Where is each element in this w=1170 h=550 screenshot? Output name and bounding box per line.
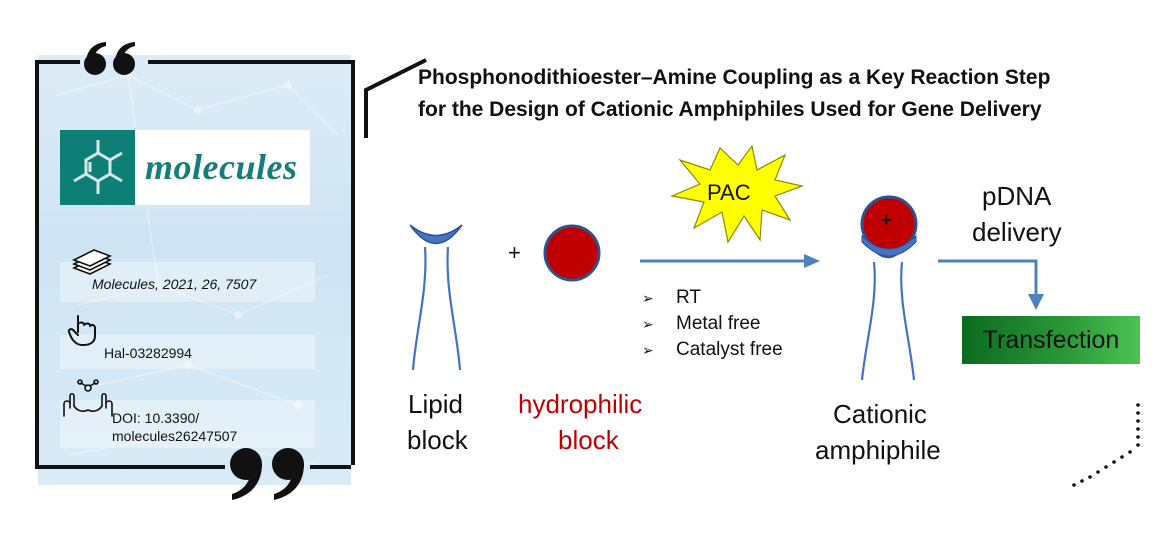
card-border-top-right <box>148 60 351 64</box>
cationic-label-line-1: Cationic <box>833 399 927 429</box>
pdna-label-line-1: pDNA <box>982 181 1052 211</box>
pointing-hand-icon <box>67 315 96 346</box>
hydrophilic-label-line-1: hydrophilic <box>518 389 643 419</box>
close-quote-icon <box>230 448 304 500</box>
conditions-list: ➢ RT ➢ Metal free ➢ Catalyst free <box>642 285 783 363</box>
doi-line-1: DOI: 10.3390/ <box>112 410 200 426</box>
card-border-bottom-left <box>35 465 225 469</box>
hydrophilic-label-line-2: block <box>558 425 619 455</box>
journal-name: molecules <box>145 147 298 187</box>
condition-item: ➢ Catalyst free <box>642 339 783 360</box>
doi-band <box>60 400 315 448</box>
pac-burst-shape <box>669 144 805 244</box>
title-line-2: for the Design of Cationic Amphiphiles U… <box>418 98 1042 121</box>
citation-band <box>60 262 315 302</box>
hands-network-icon <box>63 379 113 417</box>
charge-symbol: + <box>881 210 892 230</box>
transfection-box: Transfection <box>962 316 1140 364</box>
molecule-icon <box>73 140 123 194</box>
cationic-amphiphile-shape <box>860 195 918 381</box>
hydrophilic-block-shape <box>543 224 601 282</box>
lipid-label-line-2: block <box>407 425 468 455</box>
hal-band <box>60 335 315 369</box>
hal-id-text: Hal-03282994 <box>104 345 192 361</box>
card-border-top-left <box>35 60 80 64</box>
card-border-bottom-right <box>310 465 351 469</box>
dotted-corner-decoration <box>1072 403 1140 487</box>
title-bracket <box>364 58 427 138</box>
condition-item: ➢ Metal free <box>642 313 761 334</box>
pdna-label-line-2: delivery <box>972 217 1062 247</box>
title-line-1: Phosphonodithioester–Amine Coupling as a… <box>418 66 1051 89</box>
lipid-block-shape <box>409 224 463 371</box>
journal-logo-mark <box>60 130 135 205</box>
cationic-label-line-2: amphiphile <box>815 435 941 465</box>
arrow-bullet-icon: ➢ <box>642 289 654 306</box>
pac-label: PAC <box>707 180 751 205</box>
lipid-label-line-1: Lipid <box>408 389 463 419</box>
reaction-arrow <box>640 254 820 268</box>
plus-sign: + <box>508 240 521 265</box>
arrow-bullet-icon: ➢ <box>642 315 654 332</box>
citation-text: Molecules, 2021, 26, 7507 <box>92 276 257 292</box>
arrow-bullet-icon: ➢ <box>642 341 654 358</box>
books-icon <box>72 249 112 275</box>
condition-item: ➢ RT <box>642 287 701 308</box>
delivery-arrow <box>938 259 1044 310</box>
card-border-sides <box>35 60 355 465</box>
doi-line-2: molecules26247507 <box>112 428 238 444</box>
open-quote-icon <box>84 42 135 75</box>
